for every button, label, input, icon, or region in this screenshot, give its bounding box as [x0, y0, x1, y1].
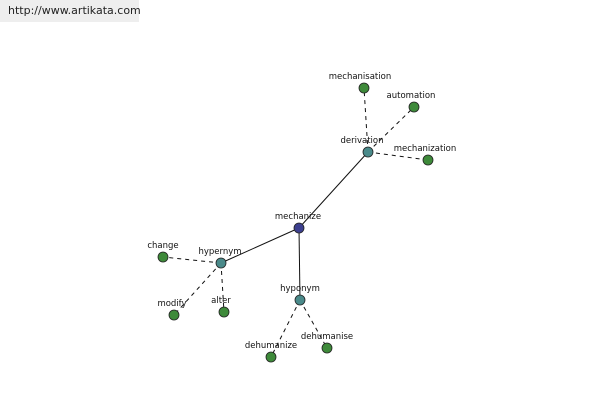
node-dehumanise[interactable]: [321, 342, 333, 354]
edge-derivation-automation: [367, 106, 415, 153]
url-link[interactable]: http://www.artikata.com: [8, 4, 141, 17]
edge-mechanize-hypernym: [220, 227, 300, 264]
edge-derivation-mechanisation: [363, 87, 369, 153]
label-mechanization[interactable]: mechanization: [394, 144, 456, 154]
label-hypernym[interactable]: hypernym: [198, 247, 241, 257]
label-mechanisation[interactable]: mechanisation: [329, 72, 391, 82]
edge-hyponym-dehumanise: [299, 299, 328, 349]
node-mechanisation[interactable]: [358, 82, 370, 94]
node-change[interactable]: [157, 251, 169, 263]
label-derivation[interactable]: derivation: [340, 136, 383, 146]
edge-derivation-mechanization: [367, 151, 429, 161]
edge-hyponym-dehumanize: [270, 299, 301, 358]
node-hyponym[interactable]: [294, 294, 306, 306]
label-mechanize[interactable]: mechanize: [275, 212, 321, 222]
label-change[interactable]: change: [147, 241, 178, 251]
node-mechanization[interactable]: [422, 154, 434, 166]
node-automation[interactable]: [408, 101, 420, 113]
node-dehumanize[interactable]: [265, 351, 277, 363]
node-modify[interactable]: [168, 309, 180, 321]
label-modify[interactable]: modify: [157, 299, 186, 309]
node-mechanize[interactable]: [293, 222, 305, 234]
edge-hypernym-alter: [220, 262, 225, 313]
edge-hypernym-modify: [173, 262, 222, 316]
edge-hypernym-change: [162, 256, 222, 264]
node-hypernym[interactable]: [215, 257, 227, 269]
label-alter[interactable]: alter: [211, 296, 231, 306]
label-dehumanize[interactable]: dehumanize: [245, 341, 297, 351]
node-alter[interactable]: [218, 306, 230, 318]
node-derivation[interactable]: [362, 146, 374, 158]
label-hyponym[interactable]: hyponym: [280, 284, 320, 294]
edge-mechanize-hyponym: [298, 227, 301, 301]
edge-mechanize-derivation: [298, 151, 369, 229]
url-banner: http://www.artikata.com: [0, 0, 141, 22]
label-dehumanise[interactable]: dehumanise: [301, 332, 353, 342]
label-automation[interactable]: automation: [387, 91, 436, 101]
